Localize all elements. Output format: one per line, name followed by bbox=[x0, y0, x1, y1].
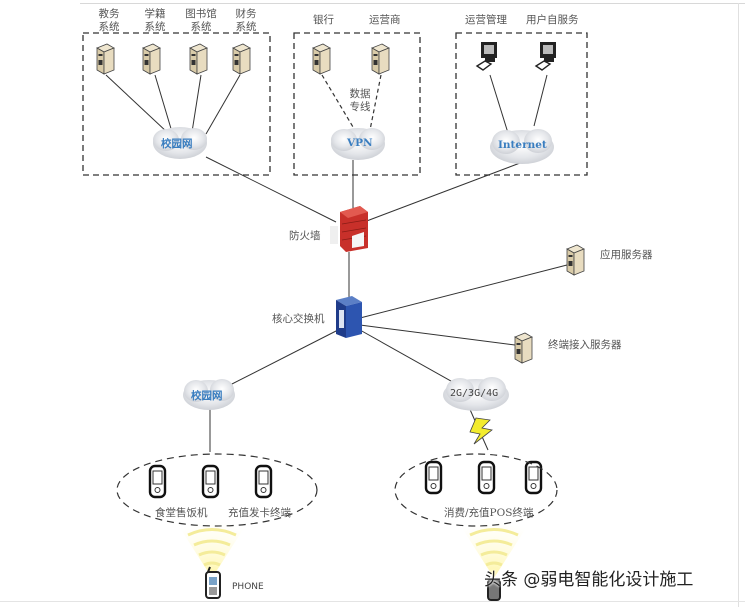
internet-group-box bbox=[455, 32, 588, 176]
link-internet-ws1 bbox=[489, 74, 509, 134]
cloud-label-campus-top: 校园网 bbox=[161, 138, 193, 150]
server-icon-finance bbox=[232, 43, 251, 75]
campus-systems-group-box bbox=[82, 32, 271, 176]
link-internet-ws2 bbox=[533, 74, 548, 127]
handheld-icon-card-terminal bbox=[254, 464, 273, 499]
handheld-icon-pos-1 bbox=[424, 460, 443, 495]
label-terminal-server: 终端接入服务器 bbox=[548, 339, 622, 351]
cloud-campus-top bbox=[153, 127, 207, 159]
label-user-self-service: 用户自服务 bbox=[526, 14, 579, 26]
label-leased-line: 数据专线 bbox=[349, 88, 371, 113]
link-xueji-campus bbox=[154, 74, 173, 133]
label-canteen-machine: 食堂售饭机 bbox=[155, 507, 208, 519]
link-jiaowu-campus bbox=[105, 74, 169, 134]
link-switch-appserver bbox=[359, 264, 568, 319]
phone-icon-right bbox=[487, 579, 501, 601]
cloud-mobile-network bbox=[443, 377, 509, 411]
pos-terminal-group bbox=[394, 453, 558, 527]
server-icon-bank bbox=[312, 43, 331, 75]
label-firewall: 防火墙 bbox=[289, 230, 321, 242]
frame-border-right bbox=[738, 3, 739, 607]
frame-border-bottom bbox=[0, 601, 745, 602]
label-core-switch: 核心交换机 bbox=[272, 313, 325, 325]
cloud-campus-bottom bbox=[183, 379, 235, 410]
wifi-signal-left bbox=[180, 521, 244, 578]
label-app-server: 应用服务器 bbox=[600, 249, 653, 261]
handheld-icon-pos-2 bbox=[477, 460, 496, 495]
cloud-label-internet: Internet bbox=[498, 139, 547, 151]
link-switch-mobile bbox=[359, 329, 459, 386]
cloud-label-mobile: 2G/3G/4G bbox=[450, 388, 499, 399]
label-operations-mgmt: 运营管理 bbox=[465, 14, 507, 26]
workstation-icon-operations bbox=[475, 42, 497, 71]
link-library-campus bbox=[191, 74, 202, 133]
phone-icon bbox=[205, 566, 221, 599]
link-switch-terminalserver bbox=[359, 324, 516, 346]
handheld-icon-canteen-1 bbox=[148, 464, 167, 499]
core-switch-icon bbox=[336, 296, 362, 338]
cloud-label-campus-bottom: 校园网 bbox=[191, 390, 223, 402]
link-internet-firewall bbox=[363, 162, 521, 223]
link-finance-campus bbox=[205, 74, 241, 135]
handheld-icon-canteen-2 bbox=[201, 464, 220, 499]
label-jiaowu-system: 教务系统 bbox=[98, 8, 120, 33]
label-pos-terminal: 消费/充值POS终端 bbox=[444, 507, 534, 519]
label-library-system: 图书馆系统 bbox=[185, 8, 217, 33]
handheld-icon-pos-3 bbox=[524, 460, 543, 495]
frame-border-top bbox=[80, 3, 745, 4]
link-campus-firewall bbox=[205, 156, 337, 223]
server-icon-xueji bbox=[142, 43, 161, 75]
wireless-link-lightning-icon bbox=[469, 417, 493, 445]
server-icon-app bbox=[566, 244, 585, 276]
leased-line-operator bbox=[369, 74, 382, 131]
label-card-issuing-terminal: 充值发卡终端 bbox=[228, 507, 291, 519]
server-icon-terminal-access bbox=[514, 332, 533, 364]
wifi-signal-right bbox=[462, 521, 526, 578]
label-phone: PHONE bbox=[232, 582, 264, 592]
vpn-group-box bbox=[293, 32, 421, 176]
link-switch-campus2 bbox=[227, 329, 339, 387]
cloud-label-vpn: VPN bbox=[347, 137, 373, 149]
watermark: 头条 @弱电智能化设计施工 bbox=[484, 570, 694, 590]
firewall-icon bbox=[330, 206, 368, 252]
server-icon-library bbox=[189, 43, 208, 75]
server-icon-operator bbox=[371, 43, 390, 75]
workstation-icon-self-service bbox=[534, 42, 556, 71]
label-operator: 运营商 bbox=[369, 14, 401, 26]
label-xueji-system: 学籍系统 bbox=[144, 8, 166, 33]
label-finance-system: 财务系统 bbox=[235, 8, 257, 33]
cloud-internet bbox=[490, 129, 554, 164]
server-icon-jiaowu bbox=[96, 43, 115, 75]
cloud-vpn bbox=[331, 128, 385, 160]
label-bank: 银行 bbox=[313, 14, 334, 26]
